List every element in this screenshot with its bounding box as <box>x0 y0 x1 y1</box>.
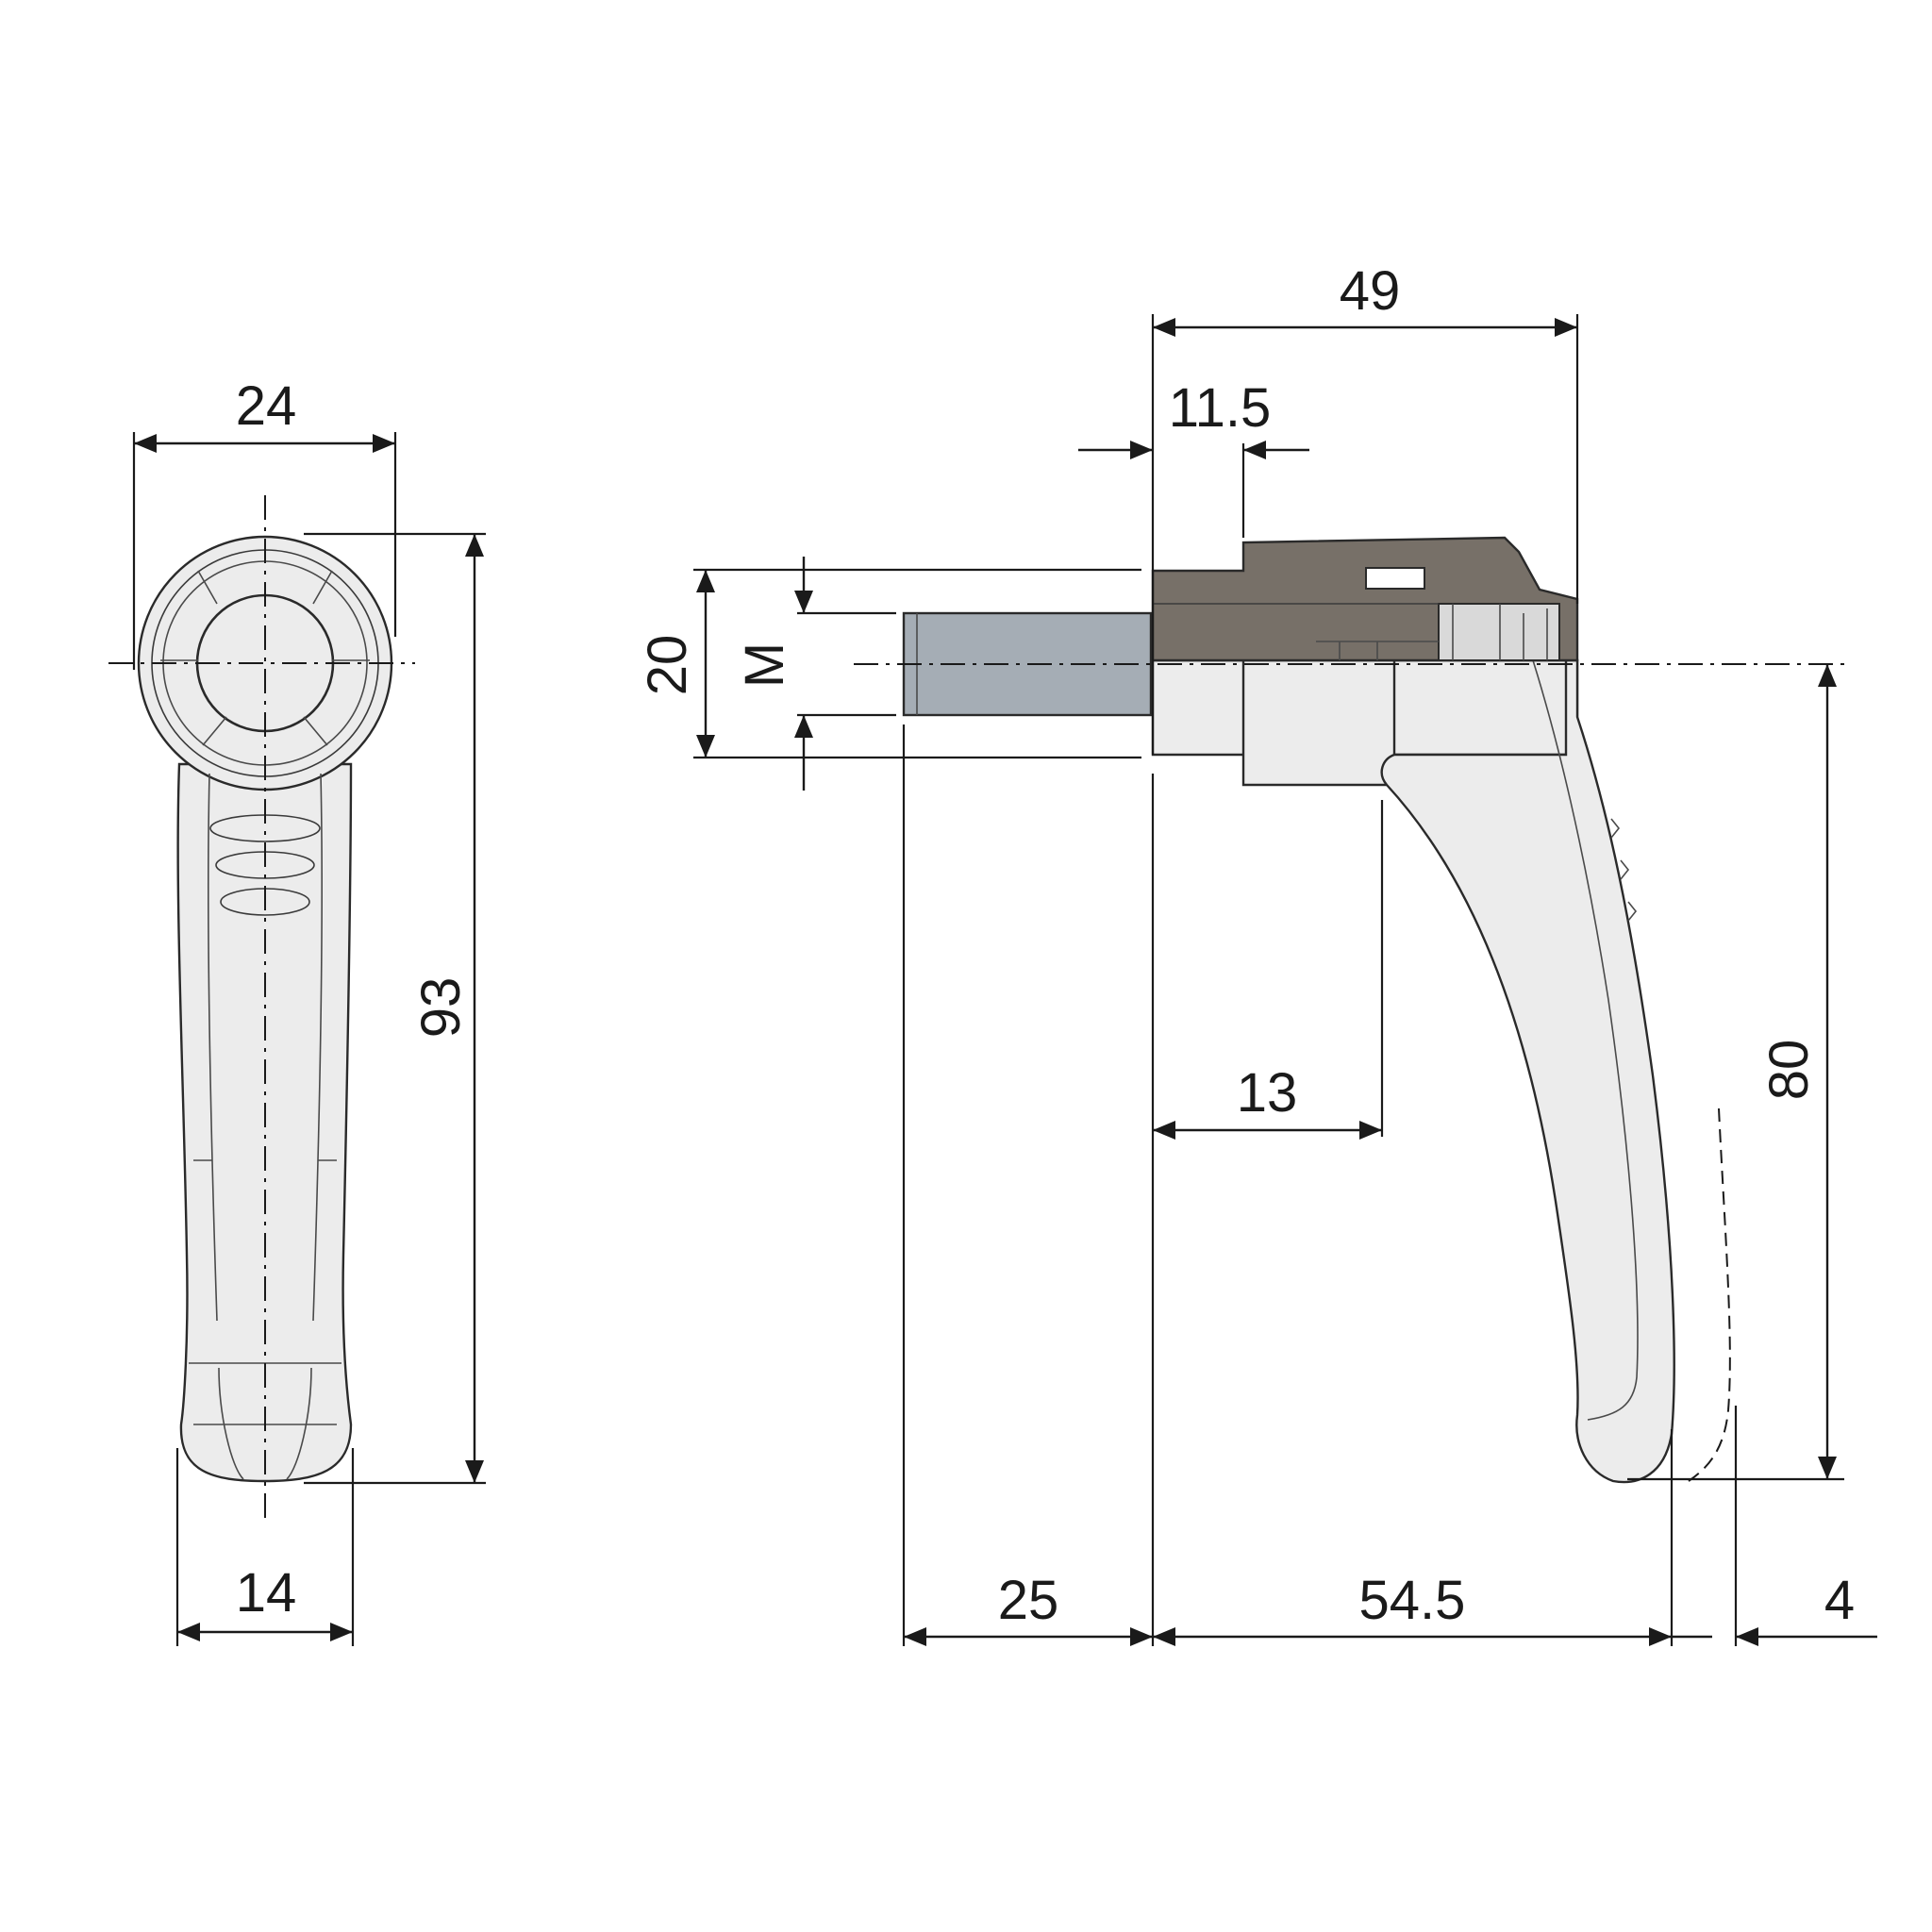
dim-54-5-label: 54.5 <box>1359 1570 1466 1631</box>
side-view: 49 11.5 20 M 13 80 <box>637 260 1877 1646</box>
dim-14-arrow-right <box>330 1623 353 1641</box>
dim-24-arrow-right <box>373 434 395 453</box>
dim-m-arrow-bottom <box>794 715 813 738</box>
dim-24-label: 24 <box>236 375 297 437</box>
dim-20-arrow-bottom <box>696 735 715 758</box>
front-head-facets <box>160 570 370 746</box>
dim-80-arrow-top <box>1818 664 1837 687</box>
dim-14-label: 14 <box>236 1562 297 1624</box>
front-tip-curve <box>218 1367 312 1480</box>
dim-25-label: 25 <box>998 1570 1059 1631</box>
clamp-slot <box>1365 567 1425 590</box>
dim-4-label: 4 <box>1824 1570 1855 1631</box>
dim-20-label: 20 <box>637 635 698 696</box>
side-lever-inner-edge <box>1532 659 1639 1421</box>
dim-80-arrow-bottom <box>1818 1457 1837 1479</box>
dim-93-arrow-bottom <box>465 1460 484 1483</box>
dim-11-5-arrow-left <box>1130 441 1153 459</box>
dim-13-arrow-left <box>1153 1121 1175 1140</box>
dim-4-arrow-right <box>1736 1627 1758 1646</box>
dim-93-arrow-top <box>465 534 484 557</box>
dim-20-arrow-top <box>696 570 715 592</box>
front-body-facets <box>189 773 341 1425</box>
dim-49-arrow-right <box>1555 318 1577 337</box>
dim-93-label: 93 <box>410 977 472 1039</box>
dim-25-arrow-right <box>1130 1627 1153 1646</box>
clamp-mechanism-detail <box>1316 604 1548 660</box>
dim-24-arrow-left <box>134 434 157 453</box>
dim-11-5-label: 11.5 <box>1169 377 1272 439</box>
dim-13-label: 13 <box>1237 1062 1298 1124</box>
clamp-mechanism <box>1438 603 1560 661</box>
hub-lower <box>1241 658 1396 787</box>
lever-alt-position <box>1688 1108 1731 1482</box>
side-lever-bumps <box>1610 818 1638 922</box>
dim-14-arrow-left <box>177 1623 200 1641</box>
dim-80-label: 80 <box>1758 1040 1820 1101</box>
dim-49-label: 49 <box>1340 260 1401 322</box>
dim-54-5-arrow-right <box>1649 1627 1672 1646</box>
dim-49-arrow-left <box>1153 318 1175 337</box>
dim-25-arrow-left <box>904 1627 926 1646</box>
dim-11-5-arrow-right <box>1243 441 1266 459</box>
dim-13-arrow-right <box>1359 1121 1382 1140</box>
dim-m-label: M <box>734 642 795 688</box>
dim-m-arrow-top <box>794 591 813 613</box>
dim-54-5-arrow-left <box>1153 1627 1175 1646</box>
side-lever-arm <box>1380 658 1675 1484</box>
front-view: 24 93 14 <box>108 375 486 1646</box>
